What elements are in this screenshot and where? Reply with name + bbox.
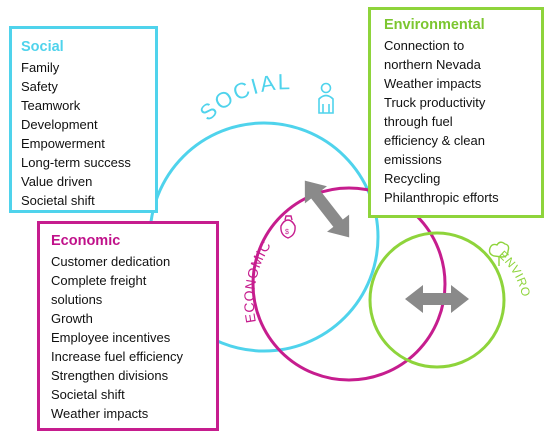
list-item: efficiency & clean — [384, 133, 485, 148]
list-item: Weather impacts — [384, 76, 482, 91]
social-circle-label: SOCIAL — [195, 69, 293, 125]
list-item: Customer dedication — [51, 254, 171, 269]
list-item: Growth — [51, 311, 93, 326]
list-item: Increase fuel efficiency — [51, 349, 183, 364]
list-item: Safety — [21, 79, 58, 94]
environmental-title: Environmental — [384, 17, 485, 33]
double-arrow-icon — [405, 285, 469, 313]
list-item: Philanthropic efforts — [384, 190, 499, 205]
economic-list: Customer dedication Complete freight sol… — [51, 252, 216, 423]
list-item: Complete freight — [51, 273, 147, 288]
list-item: Truck productivity — [384, 95, 486, 110]
money-bag-icon: $ — [280, 215, 296, 239]
tree-icon — [488, 241, 510, 266]
environmental-list: Connection to northern Nevada Weather im… — [384, 36, 541, 207]
list-item: Empowerment — [21, 136, 105, 151]
double-arrow-icon — [304, 180, 350, 238]
list-item: through fuel — [384, 114, 453, 129]
social-box: Social Family Safety Teamwork Developmen… — [9, 26, 158, 213]
economic-box: Economic Customer dedication Complete fr… — [37, 221, 219, 431]
list-item: Value driven — [21, 174, 93, 189]
list-item: Development — [21, 117, 98, 132]
list-item: Strengthen divisions — [51, 368, 169, 383]
list-item: northern Nevada — [384, 57, 481, 72]
list-item: Family — [21, 60, 60, 75]
svg-text:$: $ — [285, 229, 289, 236]
social-list: Family Safety Teamwork Development Empow… — [21, 58, 155, 210]
list-item: emissions — [384, 152, 442, 167]
enviro-circle-label: ENVIRO — [496, 248, 533, 298]
list-item: solutions — [51, 292, 103, 307]
list-item: Recycling — [384, 171, 441, 186]
person-icon — [318, 82, 334, 114]
economic-circle — [251, 186, 447, 382]
economic-title: Economic — [51, 233, 121, 249]
list-item: Employee incentives — [51, 330, 171, 345]
list-item: Connection to — [384, 38, 465, 53]
enviro-circle — [368, 231, 506, 369]
list-item: Societal shift — [21, 193, 95, 208]
list-item: Weather impacts — [51, 406, 149, 421]
environmental-box: Environmental Connection to northern Nev… — [368, 7, 544, 218]
social-title: Social — [21, 39, 64, 55]
list-item: Societal shift — [51, 387, 125, 402]
list-item: Long-term success — [21, 155, 131, 170]
list-item: Teamwork — [21, 98, 81, 113]
